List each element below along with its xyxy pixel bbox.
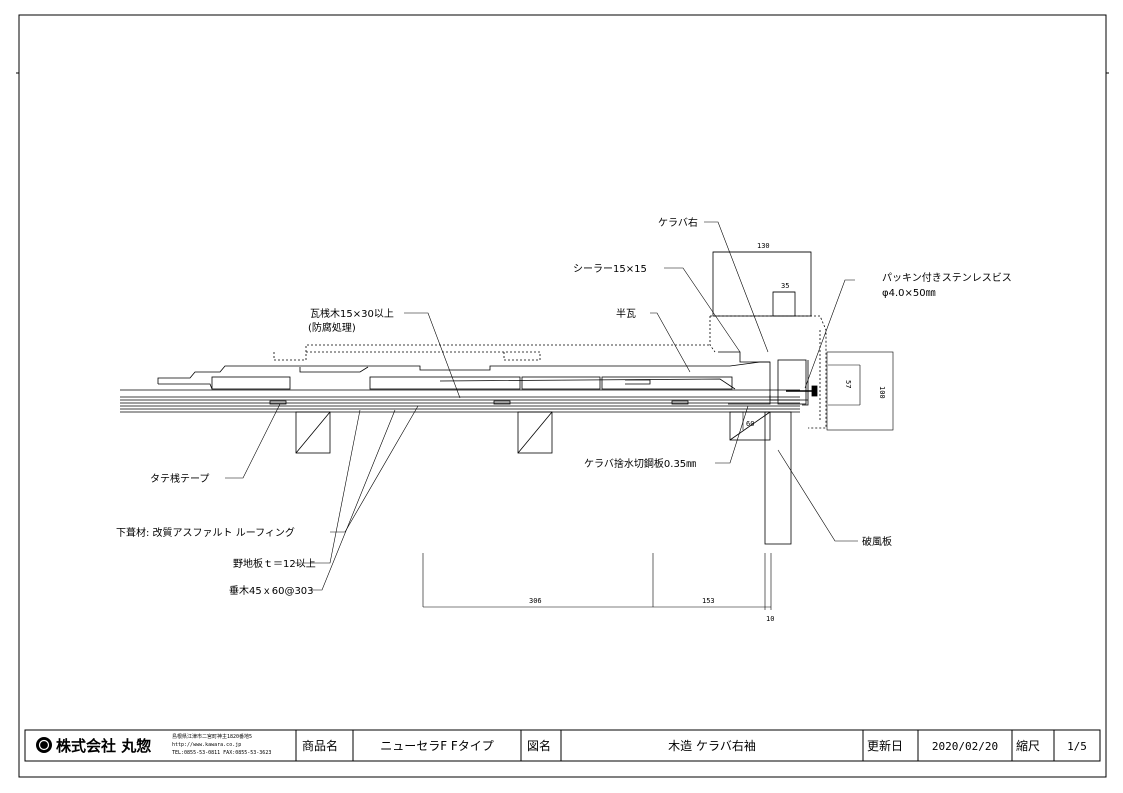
label-screw-size: φ4.0×50㎜ xyxy=(882,288,936,299)
verge-tile-dashed xyxy=(709,315,827,429)
fascia-board xyxy=(764,411,792,545)
dim-153: 153 xyxy=(702,597,715,605)
sheet-border xyxy=(18,14,1107,778)
water-cut-steel xyxy=(728,395,771,405)
title-block: 株式会社 丸惣 島根県江津市二宮町神主1820番地5 http://www.ka… xyxy=(24,729,1101,762)
drawing-labels: ケラバ右 シーラー15×15 半瓦 瓦桟木15×30以上 (防腐処理) パッキン… xyxy=(116,216,1012,623)
dim-60: 60 xyxy=(746,420,754,428)
dim-10: 10 xyxy=(766,615,774,623)
company-logo-icon xyxy=(36,737,52,753)
label-verge-tile: ケラバ右 xyxy=(658,216,698,229)
tile-profile xyxy=(157,361,770,390)
dim-306: 306 xyxy=(529,597,542,605)
dim-100: 100 xyxy=(878,386,886,399)
company-address: 島根県江津市二宮町神主1820番地5 xyxy=(172,733,252,740)
dim-57: 57 xyxy=(844,380,852,388)
drawing-name: 木造 ケラバ右袖 xyxy=(668,738,756,753)
battens xyxy=(211,376,733,390)
label-screw: パッキン付きステンレスビス xyxy=(882,271,1012,284)
verge-tile xyxy=(712,251,812,406)
updated-date: 2020/02/20 xyxy=(932,740,998,753)
company-name: 株式会社 丸惣 xyxy=(56,737,151,755)
label-underlayment: 下葺材: 改質アスファルト ルーフィング xyxy=(116,526,295,539)
updated-label: 更新日 xyxy=(867,738,903,753)
label-sealer: シーラー15×15 xyxy=(573,263,647,275)
label-anticorrosion: (防腐処理) xyxy=(308,321,356,334)
upper-tile-dashed xyxy=(273,344,710,361)
label-batten: 瓦桟木15×30以上 xyxy=(310,307,394,320)
rafters xyxy=(295,411,771,454)
label-fascia: 破風板 xyxy=(862,535,892,548)
drawing-label: 図名 xyxy=(527,738,551,753)
label-rafter: 垂木45ｘ60@303 xyxy=(229,585,314,597)
scale-label: 縮尺 xyxy=(1016,738,1040,753)
label-tate-tape: タテ桟テープ xyxy=(150,472,209,485)
product-name: ニューセラF Fタイプ xyxy=(380,739,494,753)
dim-35: 35 xyxy=(781,282,789,290)
tate-tape-marks xyxy=(269,400,689,405)
company-url: http://www.kawara.co.jp xyxy=(172,742,241,748)
leader-lines xyxy=(225,221,858,591)
label-water-cut: ケラバ捨水切鋼板0.35㎜ xyxy=(584,457,696,470)
company-tel: TEL:0855-53-0811 FAX:0855-53-3623 xyxy=(172,750,271,756)
label-half-tile: 半瓦 xyxy=(616,307,636,320)
dim-130: 130 xyxy=(757,242,770,250)
label-sheathing: 野地板ｔ＝12以上 xyxy=(233,557,316,570)
roof-section-drawing xyxy=(120,221,894,610)
product-label: 商品名 xyxy=(302,738,338,753)
stainless-screw xyxy=(786,385,818,397)
scale-value: 1/5 xyxy=(1067,740,1087,753)
dimension-lines xyxy=(422,251,894,610)
roof-deck-layers xyxy=(120,389,800,413)
